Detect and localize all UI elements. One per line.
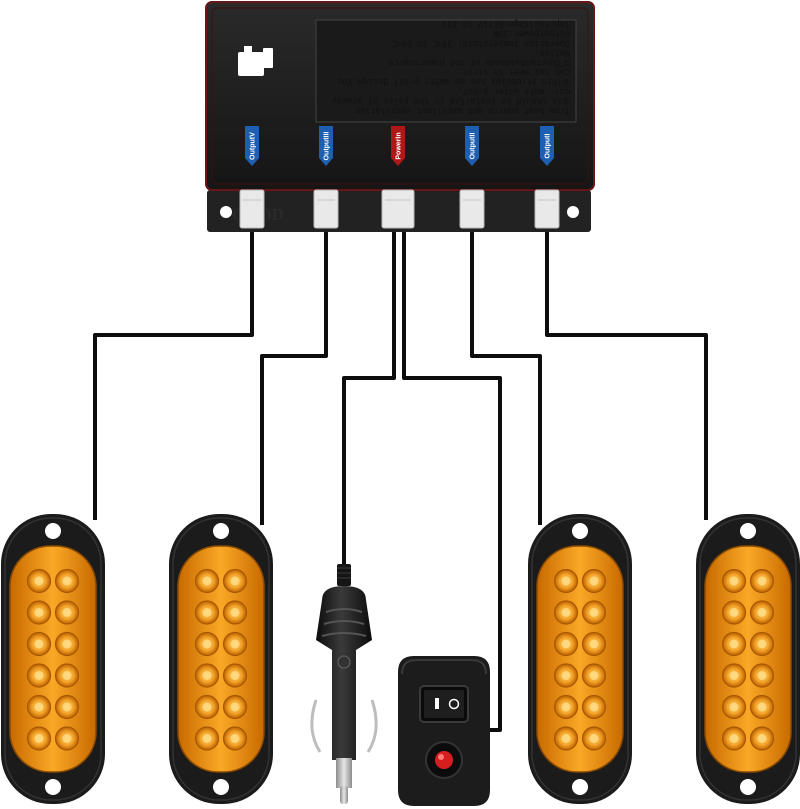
port-arrow-tag [245,126,259,166]
strobe-light [528,514,632,804]
cable-power-plug [342,230,396,565]
port-arrow-tag [319,126,333,166]
port-connector [313,189,339,229]
cable-output-ii [470,230,542,525]
cable-power-switch [402,230,502,732]
notice-line: ①This strobolux has no water proff desig… [337,76,570,86]
port-connector [239,189,265,229]
cigarette-lighter-plug [310,564,378,804]
notice-line: Outputpower:30W [492,28,570,38]
cable-output-i [545,230,708,520]
notice-line: ②Thestandandaude of the powersource [388,57,570,67]
notice-line: Inputvoltage:DC11V to 13V [442,19,570,29]
mount-hole [45,779,61,795]
notice-line: can not meet in strat [463,67,570,77]
notice-text-block: from heat source and excellent ventilati… [332,19,570,115]
notice-label [315,19,577,123]
plug-indicator [337,655,351,669]
strobe-lights [1,514,800,804]
rocker-switch-box [398,656,490,806]
port-outputi: OutputI [534,126,560,229]
port-label: OutputI [545,134,552,159]
port-arrow-tag [540,126,554,166]
cable-output-v [93,230,254,520]
amber-lens [536,545,624,773]
notice-line: ②is should be installed in the palce of … [332,95,570,105]
mount-hole [45,523,61,539]
amber-lens [177,545,265,773]
amber-lens [704,545,792,773]
port-powerin: PowerIn [381,126,415,229]
notice-line: Notice: [534,47,570,57]
red-indicator-light [435,751,453,769]
mount-hole [213,779,229,795]
port-outputii: OutputII [459,126,485,229]
mount-hole [572,779,588,795]
cables [93,230,708,732]
port-connector [534,189,560,229]
strobe-light [1,514,105,804]
plug-metal-tip [336,758,352,788]
port-connector [381,189,415,229]
mount-hole [213,523,229,539]
port-label: PowerIn [396,132,403,159]
device-icon [238,46,273,76]
port-outputv: OutputV [239,126,265,229]
strobe-light [169,514,273,804]
notice-line: from heat source and excellent ventilati… [350,105,570,115]
cable-output-iii [260,230,328,525]
amber-lens [9,545,97,773]
notice-line: mus: make water proof. [457,86,570,96]
mount-hole [740,779,756,795]
strobe-light [696,514,800,804]
notice-line: Operation temperature:-30℃ to 60℃ [392,38,570,48]
port-label: OutputIII [324,132,331,161]
port-arrow-tag [465,126,479,166]
controller-box: GOOD from heat source and excellent vent… [205,1,595,232]
port-label: OutputII [470,133,477,160]
mount-hole [740,523,756,539]
port-label: OutputV [250,132,257,160]
mount-hole [572,523,588,539]
port-arrow-tag [391,126,405,166]
port-connector [459,189,485,229]
port-outputiii: OutputIII [313,126,339,229]
output-ports: OutputV OutputIII PowerIn OutputII OutputI [239,126,560,229]
